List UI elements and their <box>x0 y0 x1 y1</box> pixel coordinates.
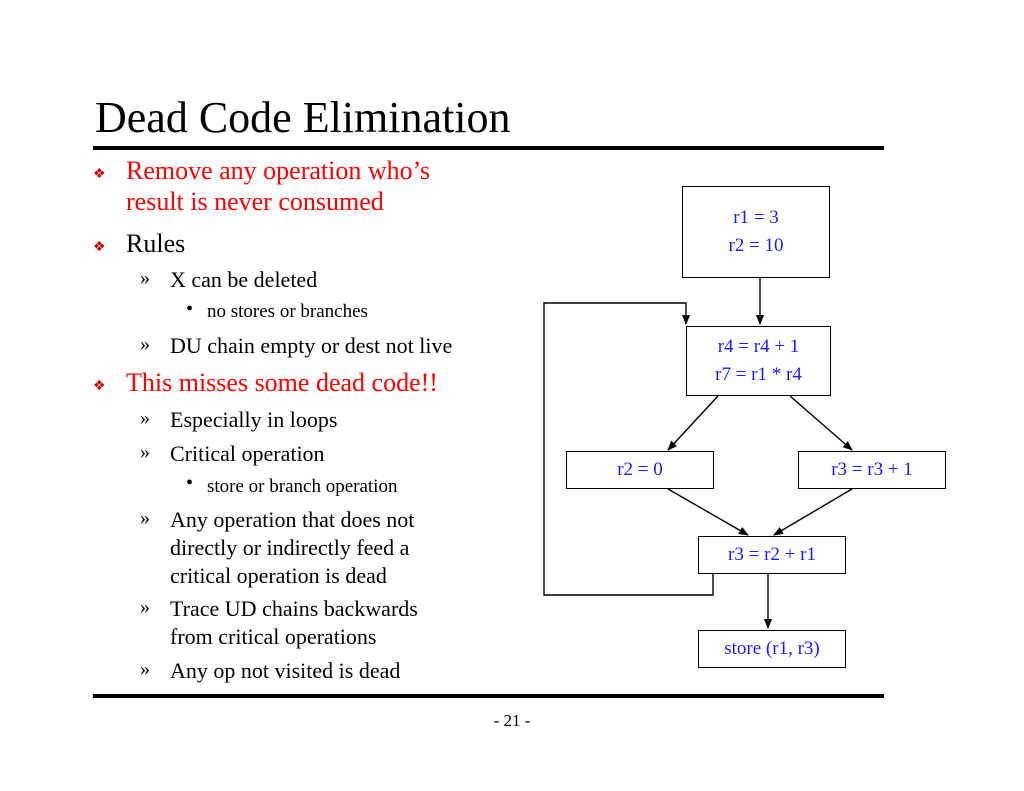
raquo-bullet-icon: » <box>140 267 150 289</box>
block-right-branch: r3 = r3 + 1 <box>798 451 946 489</box>
raquo-bullet-icon: » <box>140 596 150 618</box>
raquo-bullet-icon: » <box>140 407 150 429</box>
block-store-line1: store (r1, r3) <box>724 638 820 659</box>
edge-b4-b5 <box>773 488 853 536</box>
sub-du-chain: DU chain empty or dest not live <box>170 333 453 358</box>
title-rule <box>93 146 884 150</box>
block-right-branch-line1: r3 = r3 + 1 <box>831 459 913 480</box>
block-entry-line2: r2 = 10 <box>728 235 784 256</box>
block-entry-line1: r1 = 3 <box>733 207 779 228</box>
footer-rule <box>93 694 884 698</box>
raquo-bullet-icon: » <box>140 441 150 463</box>
edge-b2-b4 <box>789 395 853 451</box>
block-join: r3 = r2 + r1 <box>698 536 846 574</box>
block-left-branch-line1: r2 = 0 <box>617 459 663 480</box>
block-loop-header: r4 = r4 + 1 r7 = r1 * r4 <box>686 326 831 396</box>
sub-any-operation-line1: Any operation that does not <box>170 507 415 532</box>
diamond-bullet-icon: ❖ <box>93 167 106 182</box>
sub-critical-operation: Critical operation <box>170 441 325 466</box>
subsub-store-branch: store or branch operation <box>207 476 398 497</box>
raquo-bullet-icon: » <box>140 507 150 529</box>
edge-b2-b3 <box>667 395 719 451</box>
block-left-branch: r2 = 0 <box>566 451 714 489</box>
sub-trace-ud-line2: from critical operations <box>170 624 377 649</box>
sub-trace-ud-line1: Trace UD chains backwards <box>170 596 418 621</box>
sub-any-operation-line2: directly or indirectly feed a <box>170 535 410 560</box>
edge-loop-back <box>543 302 714 596</box>
sub-any-op-not-visited: Any op not visited is dead <box>170 658 401 683</box>
dot-bullet-icon: • <box>186 472 194 494</box>
bullet-remove-line2: result is never consumed <box>126 187 384 216</box>
block-loop-header-line2: r7 = r1 * r4 <box>715 364 802 385</box>
sub-any-operation-line3: critical operation is dead <box>170 563 387 588</box>
diamond-bullet-icon: ❖ <box>93 240 106 255</box>
sub-especially-loops: Especially in loops <box>170 407 338 432</box>
block-join-line1: r3 = r2 + r1 <box>728 544 816 565</box>
block-store: store (r1, r3) <box>698 630 846 668</box>
raquo-bullet-icon: » <box>140 658 150 680</box>
dot-bullet-icon: • <box>186 298 194 320</box>
block-entry: r1 = 3 r2 = 10 <box>682 186 830 278</box>
edge-b3-b5 <box>667 488 749 536</box>
subsub-no-stores: no stores or branches <box>207 301 368 322</box>
raquo-bullet-icon: » <box>140 333 150 355</box>
page-number: - 21 - <box>493 711 531 730</box>
bullet-rules: Rules <box>126 229 186 258</box>
diamond-bullet-icon: ❖ <box>93 379 106 394</box>
sub-x-can-be-deleted: X can be deleted <box>170 267 318 292</box>
block-loop-header-line1: r4 = r4 + 1 <box>717 336 800 357</box>
bullet-remove-line1: Remove any operation who’s <box>126 156 430 185</box>
bullet-misses-dead-code: This misses some dead code!! <box>126 368 438 397</box>
slide-title: Dead Code Elimination <box>95 93 511 142</box>
